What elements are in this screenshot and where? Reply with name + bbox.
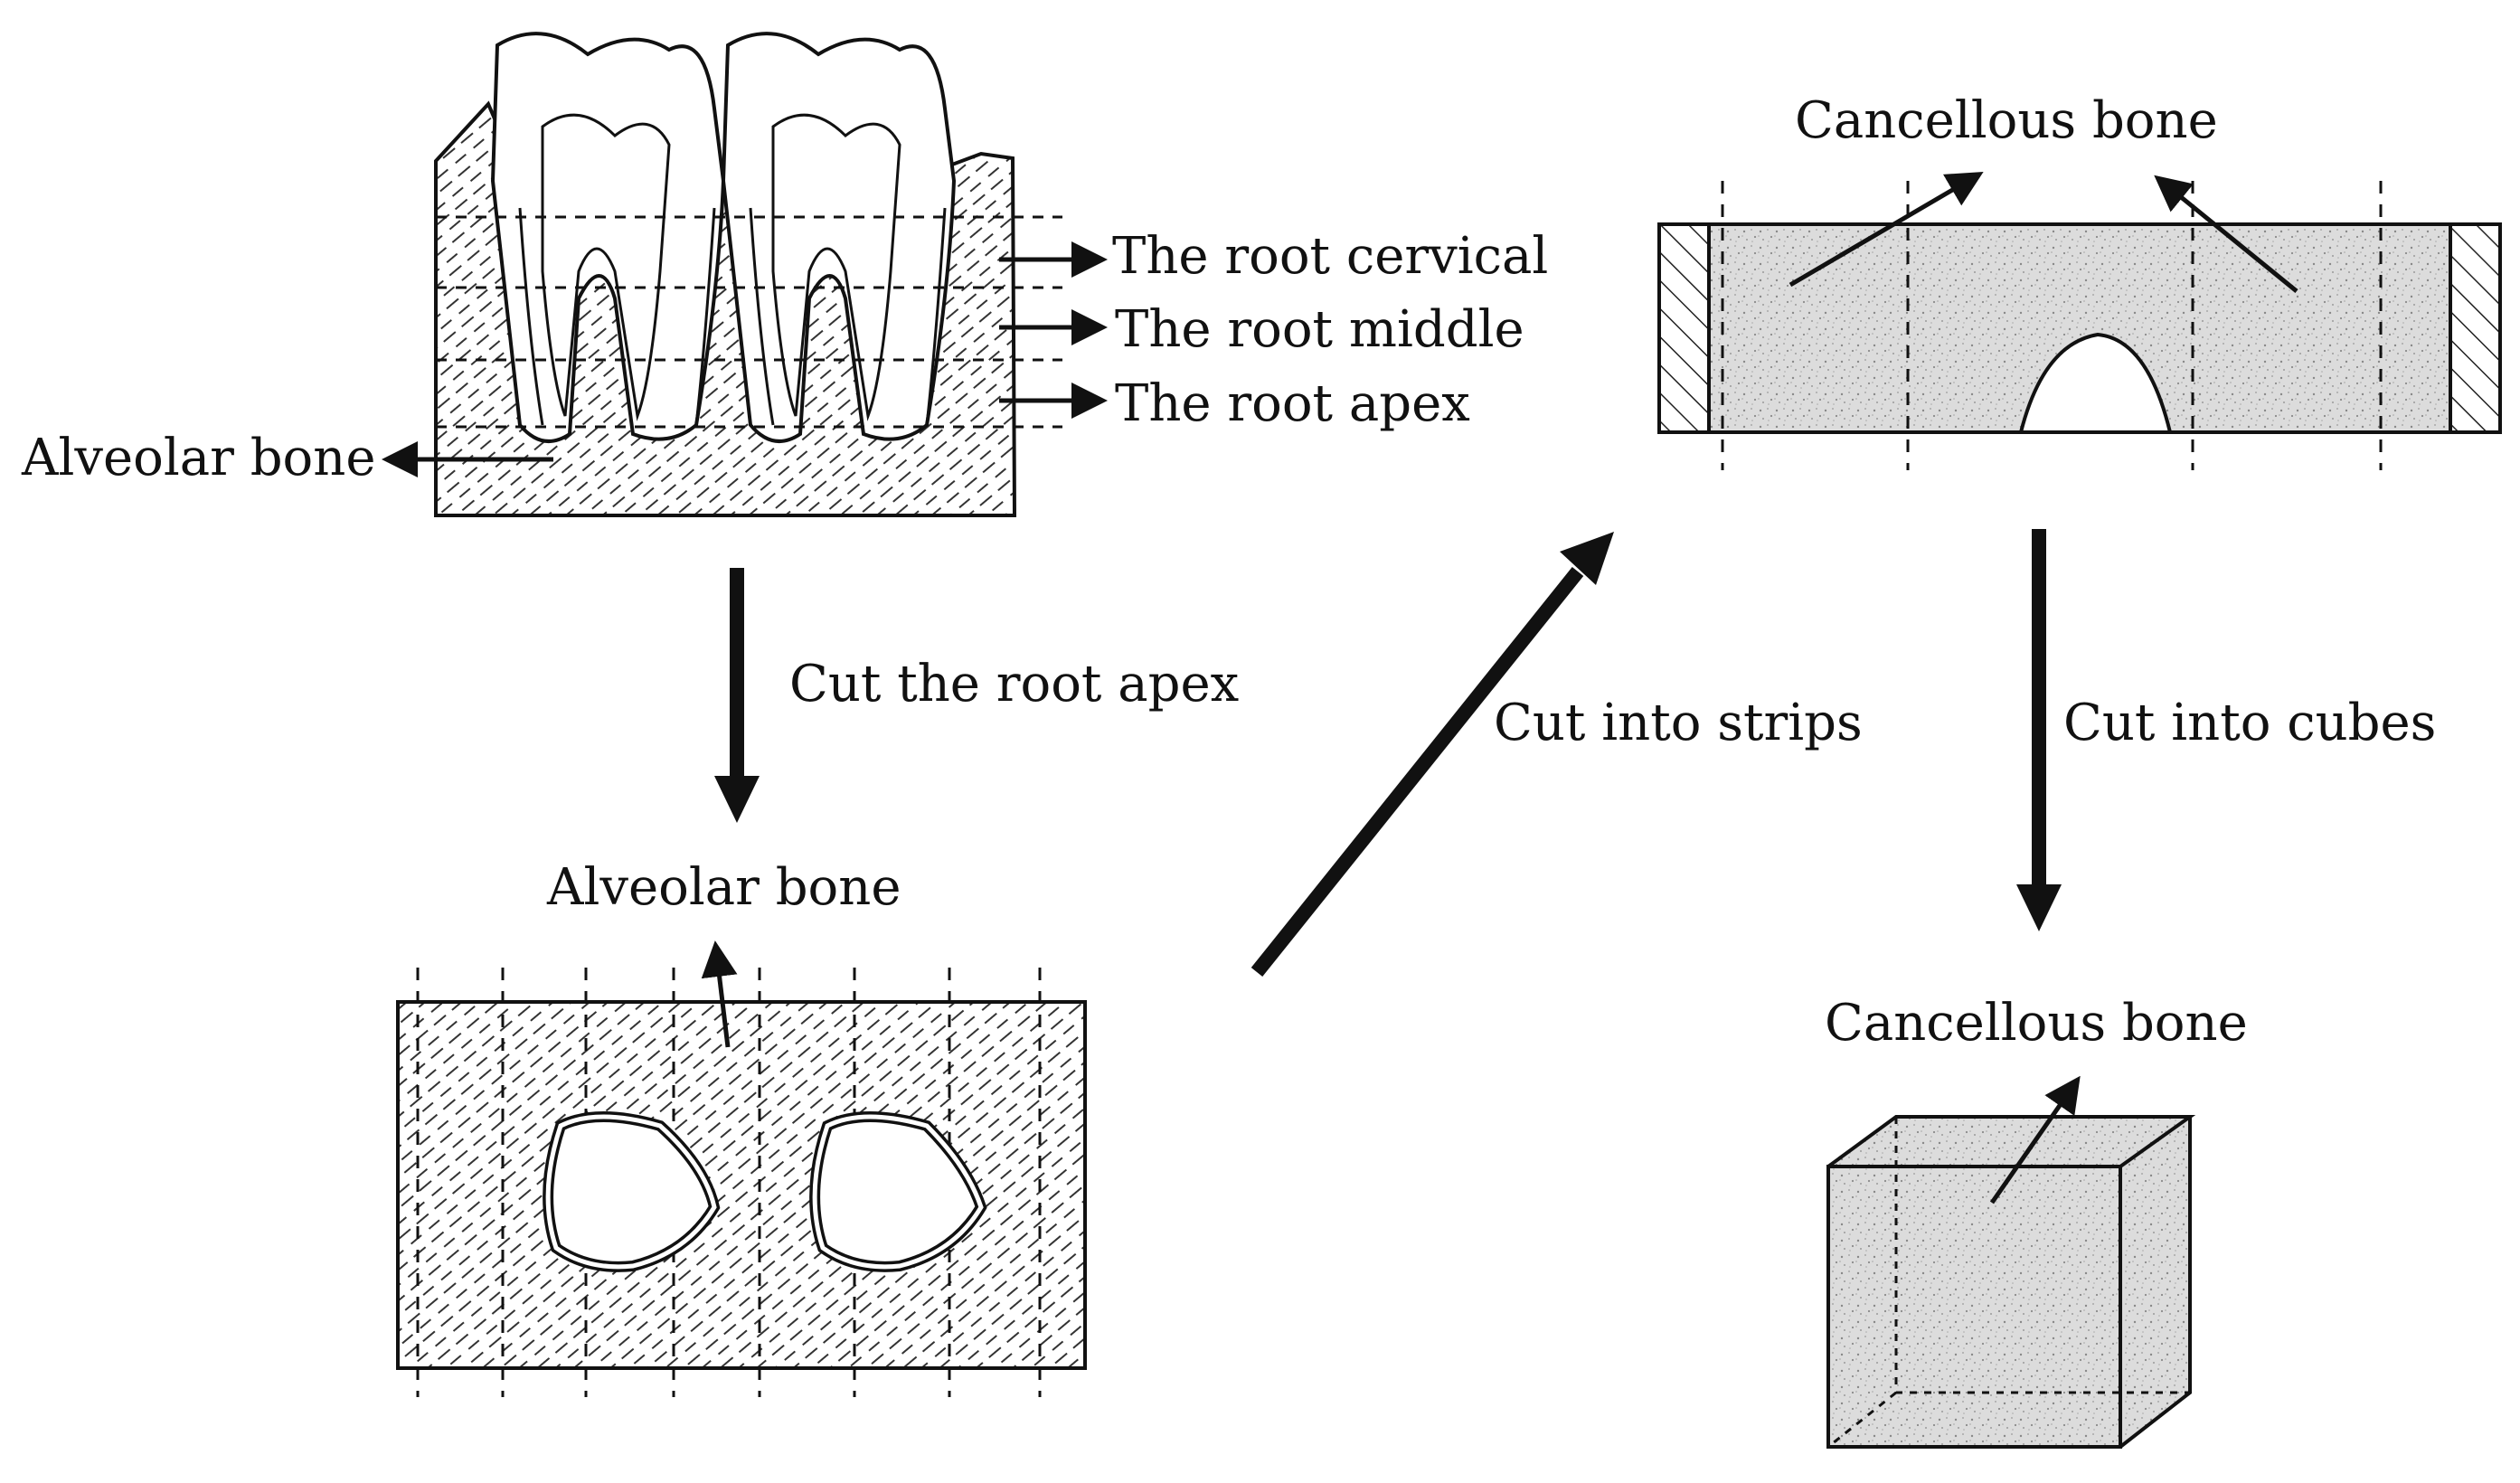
step-arrow-cut-into-strips [1251, 532, 1614, 978]
cross-section-block [396, 940, 1087, 1397]
bone-cube [1826, 1075, 2196, 1449]
label-alveolar-bone-bottom: Alveolar bone [546, 858, 901, 917]
label-root-middle: The root middle [1115, 300, 1524, 359]
label-root-cervical: The root cervical [1112, 227, 1548, 286]
label-root-apex: The root apex [1115, 374, 1470, 433]
tooth-block-illustration [382, 32, 1108, 517]
label-cancellous-bone-cube: Cancellous bone [1825, 994, 2248, 1053]
label-cut-into-cubes: Cut into cubes [2063, 694, 2436, 752]
step-arrow-cut-into-cubes [2016, 529, 2062, 931]
bone-strip [1657, 171, 2502, 470]
cancellous-arrow-right [2154, 175, 2298, 293]
step-arrow-cut-root-apex [714, 568, 760, 823]
cancellous-arrow-cube [1989, 1075, 2081, 1204]
label-alveolar-bone-top: Alveolar bone [21, 429, 375, 487]
label-cut-into-strips: Cut into strips [1494, 694, 1863, 752]
label-cut-root-apex: Cut the root apex [789, 655, 1239, 713]
label-cancellous-bone-strip: Cancellous bone [1795, 91, 2218, 150]
cancellous-arrow-left [1789, 171, 1984, 288]
alveolar-bone-arrow-bottom [701, 940, 738, 1048]
